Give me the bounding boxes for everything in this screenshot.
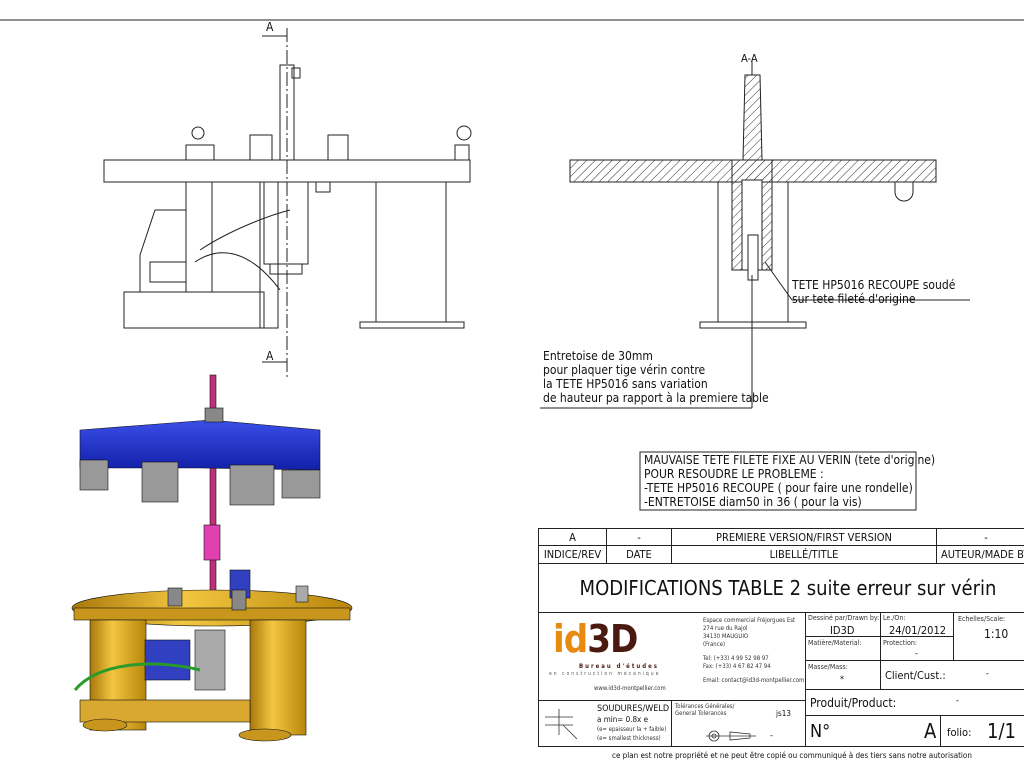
client-label: Client/Cust.: (885, 669, 946, 682)
logo-tagline: Bureau d'études (579, 663, 659, 670)
entretoise-line: de hauteur pa rapport à la premiere tabl… (543, 391, 769, 405)
weld-title: SOUDURES/WELD (597, 704, 670, 714)
mass-value: * (840, 675, 845, 685)
tolerance-label: Tolérances Générales/ (675, 703, 735, 710)
entretoise-line: la TETE HP5016 sans variation (543, 377, 708, 391)
company-fax: Fax: (+33) 4 67 82 47 94 (703, 663, 771, 670)
product-value: - (956, 696, 959, 706)
date-value: 24/01/2012 (889, 624, 947, 637)
drawn-by-label: Dessiné par/Drawn by: (808, 614, 880, 622)
header-indice: INDICE/REV (538, 545, 607, 564)
section-view (540, 60, 970, 409)
section-label-a-bottom: A (266, 349, 274, 363)
tete-annotation-2: sur tete fileté d'origine (792, 292, 916, 306)
note-line: -TETE HP5016 RECOUPE ( pour faire une ro… (644, 481, 913, 495)
header-title: LIBELLÉ/TITLE (671, 545, 937, 564)
client-cell: Client/Cust.: - (880, 660, 1024, 690)
date-label: Le./On: (883, 614, 906, 622)
entretoise-annotation: Entretoise de 30mm pour plaquer tige vér… (543, 349, 769, 405)
client-value: - (986, 669, 989, 679)
tolerance-label-2: General Tolerances (675, 710, 727, 717)
company-website[interactable]: www.id3d-montpellier.com (594, 685, 666, 692)
logo-tagline-2: en construction mécanique (549, 671, 661, 677)
header-author: AUTEUR/MADE BY (936, 545, 1024, 564)
problem-note: MAUVAISE TETE FILETE FIXE AU VERIN (tete… (644, 453, 935, 509)
tolerance-value: js13 (776, 709, 791, 718)
address-line: 34130 MAUGUIO (703, 633, 749, 640)
folio-label: folio: (947, 726, 972, 739)
rev-date: - (606, 528, 672, 546)
entretoise-line: Entretoise de 30mm (543, 349, 653, 363)
tete-annotation-1: TETE HP5016 RECOUPE soudé (792, 278, 956, 292)
address-line: (France) (703, 641, 726, 648)
weld-line: a min= 0.8x e (597, 715, 648, 724)
folio-value: 1/1 (987, 719, 1016, 743)
footer-notice: ce plan est notre propriété et ne peut ê… (612, 751, 972, 760)
note-box (639, 451, 917, 511)
folio-cell: folio: 1/1 (940, 715, 1024, 747)
product-label: Produit/Product: (810, 696, 897, 710)
rev-indice: A (538, 528, 607, 546)
front-view (103, 28, 472, 380)
rev-title: PREMIERE VERSION/FIRST VERSION (671, 528, 937, 546)
section-label-aa: A-A (741, 52, 758, 65)
material-cell: Matière/Material: (805, 636, 881, 661)
address-line: Espace commercial Fréjorgues Est (703, 617, 796, 624)
weld-symbol-icon (545, 709, 578, 740)
header-date: DATE (606, 545, 672, 564)
material-label: Matière/Material: (808, 639, 862, 647)
rev-author: - (936, 528, 1024, 546)
mass-label: Masse/Mass: (808, 663, 848, 671)
projection-dash: - (770, 731, 773, 741)
date-cell: Le./On: 24/01/2012 (880, 612, 954, 637)
note-line: -ENTRETOISE diam50 in 36 ( pour la vis) (644, 495, 862, 509)
section-label-a-top: A (266, 20, 274, 34)
protection-label: Protection: (883, 639, 917, 647)
company-email[interactable]: Email: contact@id3d-montpellier.com (703, 677, 805, 684)
scale-value: 1:10 (984, 627, 1009, 641)
product-cell: Produit/Product: - (805, 689, 1024, 716)
company-tel: Tel: (+33) 4 99 52 98 97 (703, 655, 769, 662)
note-line: POUR RESOUDRE LE PROBLEME : (644, 467, 824, 481)
entretoise-line: pour plaquer tige vérin contre (543, 363, 706, 377)
scale-label: Echelles/Scale: (958, 615, 1006, 623)
number-value: A (924, 719, 937, 743)
projection-symbol-icon (706, 730, 756, 742)
company-block: id3D Bureau d'études en construction méc… (538, 612, 806, 701)
drawn-by-cell: Dessiné par/Drawn by: ID3D (805, 612, 881, 637)
scale-cell: Echelles/Scale: 1:10 (953, 612, 1024, 661)
protection-cell: Protection: - (880, 636, 954, 661)
drawn-by: ID3D (830, 624, 855, 637)
weld-cell: SOUDURES/WELD a min= 0.8x e (e= epaisseu… (538, 700, 672, 747)
drawing-title: MODIFICATIONS TABLE 2 suite erreur sur v… (538, 563, 1024, 613)
mass-cell: Masse/Mass: * (805, 660, 881, 690)
number-label: N° (810, 721, 831, 742)
note-line: MAUVAISE TETE FILETE FIXE AU VERIN (tete… (644, 453, 936, 467)
weld-line: (e= epaisseur la + faible) (597, 726, 667, 733)
tolerance-cell: Tolérances Générales/ General Tolerances… (671, 700, 806, 747)
iso-render (71, 374, 353, 742)
address-line: 274 rue du Rajol (703, 625, 748, 632)
weld-line: (e= smallest thickness) (597, 735, 661, 742)
protection-value: - (915, 649, 918, 659)
company-logo: id3D (553, 617, 638, 661)
number-cell: N° A (805, 715, 941, 747)
